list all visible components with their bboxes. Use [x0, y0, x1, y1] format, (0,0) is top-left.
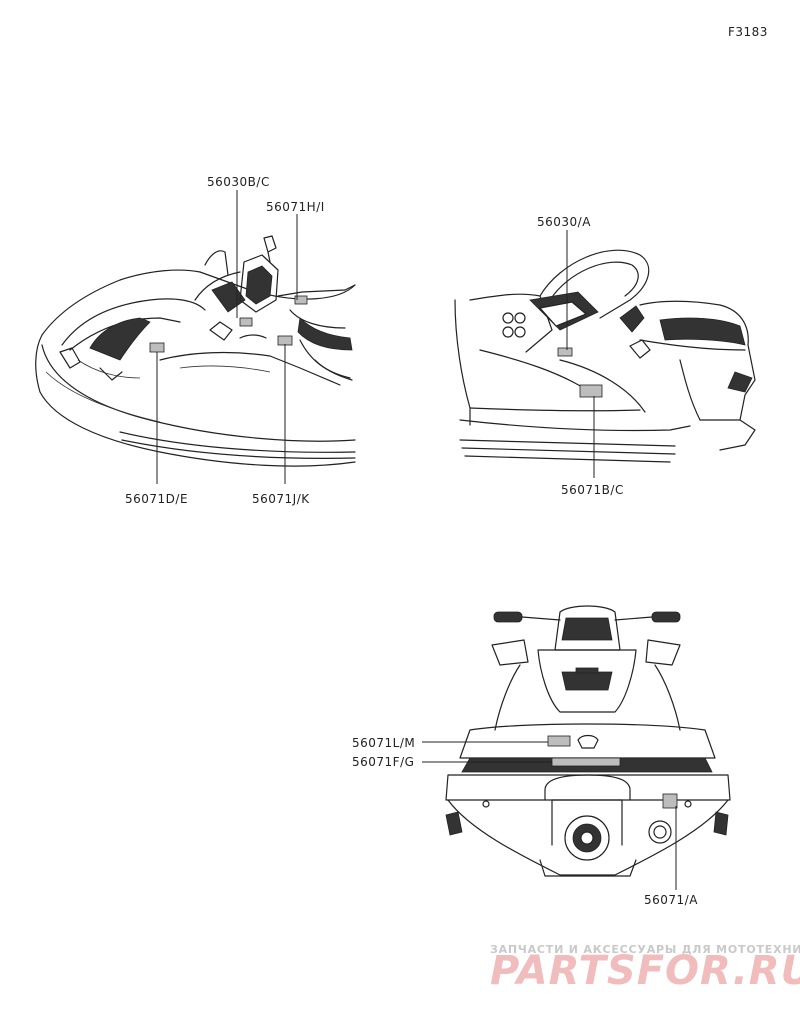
callout-56071j-k: 56071J/K	[252, 492, 310, 506]
callout-56071f-g: 56071F/G	[352, 755, 414, 769]
figure-code: F3183	[728, 25, 768, 39]
callout-56030-a: 56030/A	[537, 215, 591, 229]
callout-56071h-i: 56071H/I	[266, 200, 325, 214]
right-view-leaders	[566, 230, 595, 478]
watermark-logo: PARTSFOR.RU	[490, 948, 800, 994]
decal-56071-a	[662, 793, 678, 809]
rear-view-leaders	[422, 741, 677, 890]
decal-56071j-k	[277, 335, 293, 346]
decal-56030-a	[557, 347, 573, 357]
decal-56071d-e	[149, 342, 165, 353]
decal-56071h-i	[294, 295, 308, 305]
decal-56030b-c	[239, 317, 253, 327]
callout-56071b-c: 56071B/C	[561, 483, 624, 497]
watermark-tagline: ЗАПЧАСТИ И АКСЕССУАРЫ ДЛЯ МОТОТЕХНИКИ	[490, 943, 800, 956]
callout-56071-a: 56071/A	[644, 893, 698, 907]
callout-56071l-m: 56071L/M	[352, 736, 415, 750]
callout-56071d-e: 56071D/E	[125, 492, 188, 506]
decal-56071l-m	[547, 735, 571, 747]
left-side-view	[35, 235, 356, 467]
decal-56071f-g	[551, 757, 621, 767]
rear-view	[445, 605, 731, 877]
callout-56030b-c: 56030B/C	[207, 175, 270, 189]
decal-56071b-c	[579, 384, 603, 398]
right-side-view	[454, 249, 756, 463]
left-view-leaders	[156, 190, 298, 484]
